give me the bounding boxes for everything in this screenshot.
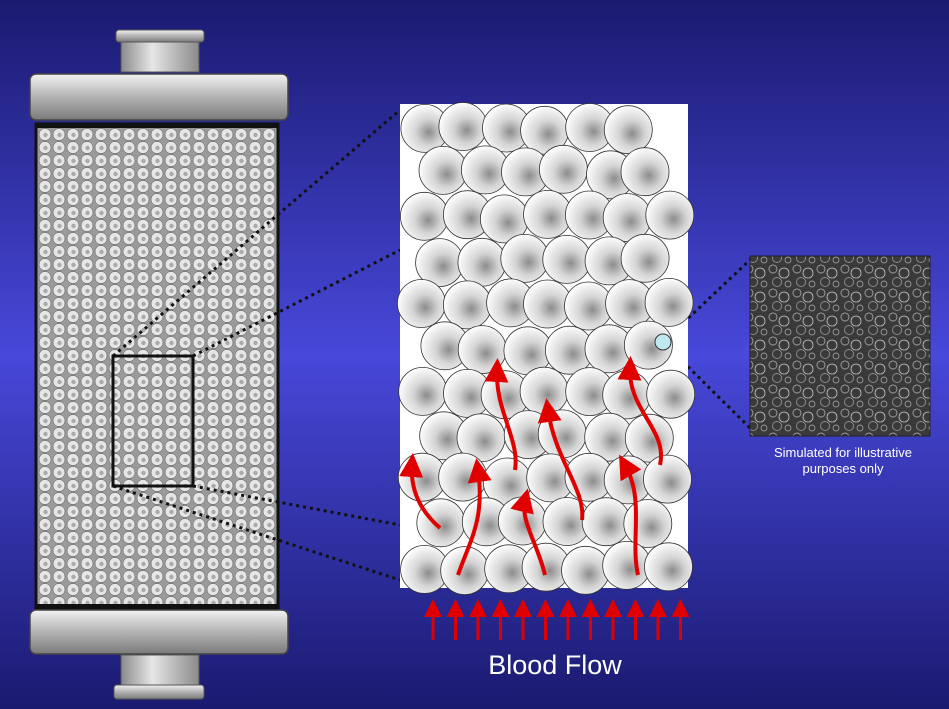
bead	[647, 370, 695, 418]
micrograph-caption: Simulated for illustrative purposes only	[752, 445, 934, 477]
bead	[443, 281, 491, 329]
top-cap	[30, 74, 288, 120]
column-body	[36, 124, 278, 608]
bead-grid	[397, 103, 694, 595]
bead	[582, 498, 630, 546]
bead	[645, 543, 693, 591]
bottom-port-flange	[114, 685, 204, 699]
bead	[538, 410, 586, 458]
bead	[543, 235, 591, 283]
caption-line-2: purposes only	[752, 461, 934, 477]
bead	[501, 234, 549, 282]
bead	[458, 238, 506, 286]
top-port-flange	[116, 30, 204, 42]
bead	[458, 326, 506, 374]
column-cartridge	[30, 30, 288, 699]
highlighted-bead	[655, 334, 671, 350]
bead	[645, 278, 693, 326]
blood-flow-label: Blood Flow	[430, 650, 680, 681]
bottom-cap	[30, 610, 288, 654]
caption-line-1: Simulated for illustrative	[752, 445, 934, 461]
bead	[417, 499, 465, 547]
bead	[603, 541, 651, 589]
bead	[439, 103, 487, 151]
bead	[646, 191, 694, 239]
bead	[524, 190, 572, 238]
bead	[624, 500, 672, 548]
bead	[539, 145, 587, 193]
bead-panel	[397, 103, 694, 595]
bead	[562, 546, 610, 594]
bead	[400, 192, 448, 240]
bead	[644, 455, 692, 503]
micrograph-image	[750, 256, 930, 436]
bead	[419, 146, 467, 194]
bead	[399, 367, 447, 415]
bead	[397, 280, 445, 328]
bead	[565, 282, 613, 330]
bead	[621, 148, 669, 196]
bead	[604, 106, 652, 154]
bead	[621, 234, 669, 282]
bead	[520, 367, 568, 415]
